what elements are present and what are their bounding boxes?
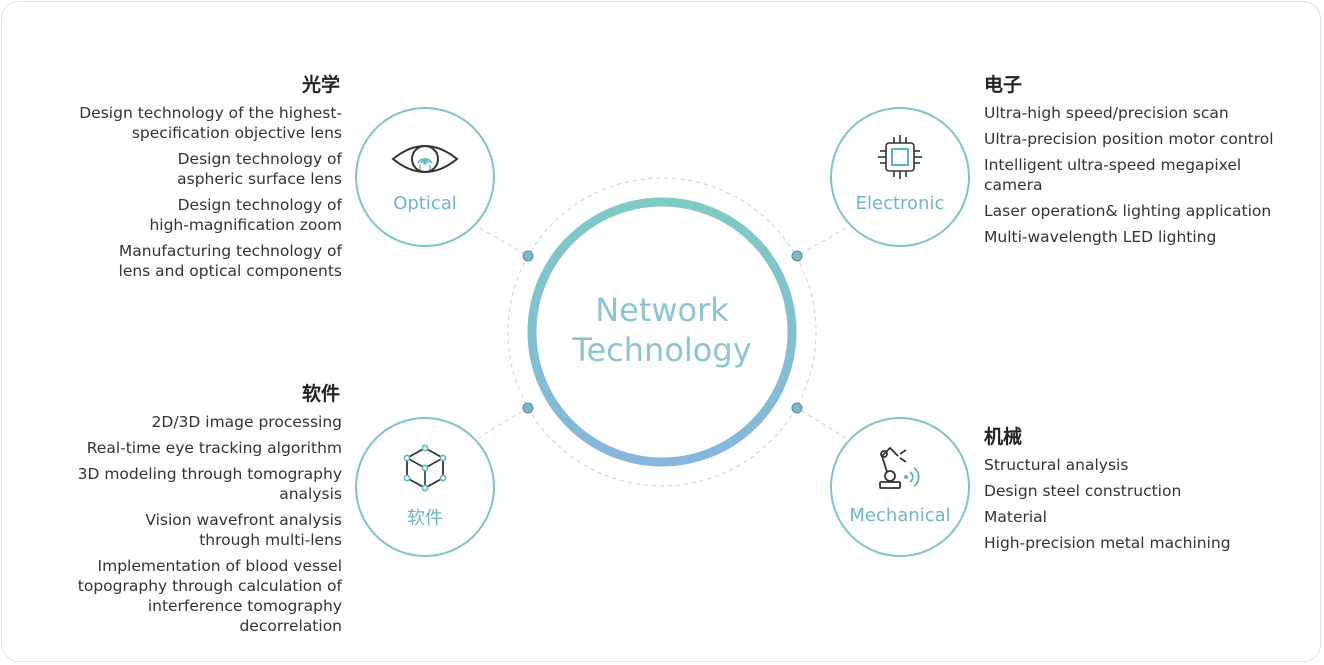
outer-orbit	[507, 177, 817, 487]
section-heading-software: 软件	[301, 383, 340, 405]
connector-mechanical	[796, 407, 847, 439]
connector-electronic	[796, 227, 847, 257]
list-item: Structural analysis	[984, 456, 1129, 474]
node-circle-optical	[355, 107, 495, 247]
connector-optical	[479, 227, 529, 257]
section-heading-mechanical: 机械	[984, 426, 1023, 448]
list-item: Ultra-precision position motor control	[984, 130, 1274, 148]
eye-icon	[391, 145, 459, 173]
mechanical-items: Structural analysis Design steel constru…	[984, 455, 1304, 559]
list-item: Manufacturing technology of lens and opt…	[118, 242, 342, 280]
section-heading-optical: 光学	[301, 74, 340, 96]
list-item: Design technology of high-magnification …	[149, 196, 342, 234]
list-item: 2D/3D image processing	[151, 413, 342, 431]
cube-icon	[403, 444, 447, 492]
list-item: Multi-wavelength LED lighting	[984, 228, 1217, 246]
center-title-line1: Network	[595, 291, 729, 329]
center-title-line2: Technology	[572, 331, 752, 369]
list-item: Design technology of aspheric surface le…	[177, 150, 342, 188]
node-label-electronic: Electronic	[855, 193, 945, 214]
list-item: Vision wavefront analysis through multi-…	[145, 511, 342, 549]
list-item: Implementation of blood vessel topograph…	[77, 557, 342, 635]
list-item: Ultra-high speed/precision scan	[984, 104, 1229, 122]
connector-dot	[791, 402, 803, 414]
electronic-items: Ultra-high speed/precision scan Ultra-pr…	[984, 103, 1304, 253]
chip-icon	[878, 135, 922, 179]
list-item: High-precision metal machining	[984, 534, 1231, 552]
node-label-mechanical: Mechanical	[849, 505, 951, 526]
list-item: Real-time eye tracking algorithm	[86, 439, 342, 457]
list-item: Design technology of the highest-specifi…	[79, 104, 342, 142]
list-item: Design steel construction	[984, 482, 1182, 500]
list-item: Laser operation& lighting application	[984, 202, 1272, 220]
section-heading-electronic: 电子	[984, 74, 1023, 96]
center-title: Network Technology	[540, 290, 784, 370]
list-item: Material	[984, 508, 1047, 526]
software-items: 2D/3D image processing Real-time eye tra…	[20, 412, 342, 642]
node-label-software: 软件	[407, 508, 443, 529]
node-label-optical: Optical	[393, 193, 457, 214]
connector-dot	[522, 402, 534, 414]
robot-arm-icon	[879, 446, 920, 489]
connector-dot	[791, 250, 803, 262]
list-item: Intelligent ultra-speed megapixel camera	[984, 156, 1242, 194]
center-ring	[527, 197, 797, 467]
connector-dot	[522, 250, 534, 262]
optical-items: Design technology of the highest-specifi…	[60, 103, 342, 287]
list-item: 3D modeling through tomography analysis	[77, 465, 342, 503]
connector-software	[477, 407, 529, 439]
